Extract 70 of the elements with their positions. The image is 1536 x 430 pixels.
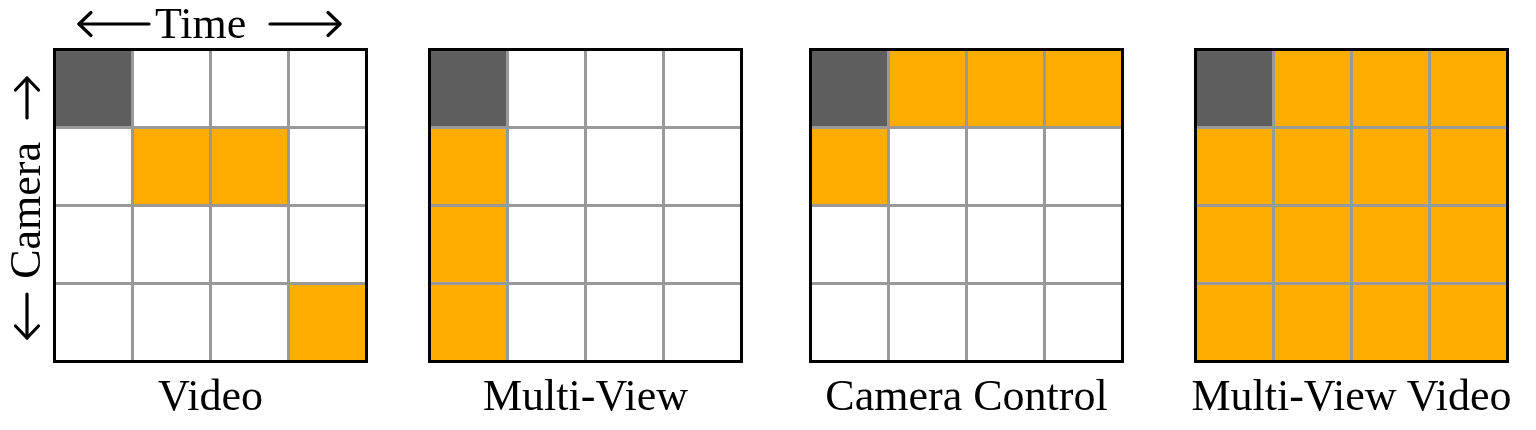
grid-cell xyxy=(56,207,131,282)
grid-cell xyxy=(509,285,584,360)
grid-cell xyxy=(968,285,1043,360)
grid-cell xyxy=(431,285,506,360)
grid-cell xyxy=(431,129,506,204)
grid-cell xyxy=(290,51,365,126)
grid-caption: Multi-View xyxy=(482,372,689,420)
grid-cell xyxy=(134,51,209,126)
grid-cell xyxy=(1431,129,1506,204)
grid-cell xyxy=(1431,285,1506,360)
grid-cell xyxy=(1197,51,1272,126)
grid-cell xyxy=(890,129,965,204)
grid-cell xyxy=(587,285,662,360)
grid-cell xyxy=(1353,51,1428,126)
grid-cell xyxy=(134,129,209,204)
grid-cell xyxy=(1046,285,1121,360)
grid-cell xyxy=(509,207,584,282)
grid-cell xyxy=(890,207,965,282)
grid-cell xyxy=(968,51,1043,126)
grid-cell xyxy=(212,207,287,282)
grid-cell xyxy=(587,129,662,204)
grid-cell xyxy=(812,51,887,126)
axis-label: Time xyxy=(155,2,247,46)
grid-cell xyxy=(812,285,887,360)
grid-cell xyxy=(509,51,584,126)
grid-cell xyxy=(1046,51,1121,126)
grid-cell xyxy=(1275,285,1350,360)
grid-cell xyxy=(56,51,131,126)
grid-cell xyxy=(1046,129,1121,204)
grid-cell xyxy=(212,285,287,360)
grid-cell xyxy=(1197,207,1272,282)
grid-cell xyxy=(1353,285,1428,360)
grid-cell xyxy=(587,51,662,126)
grid-cell xyxy=(665,51,740,126)
grid-cell xyxy=(56,285,131,360)
grid-cell xyxy=(134,285,209,360)
grid-cell xyxy=(665,285,740,360)
grid-cell xyxy=(812,129,887,204)
grid-cell xyxy=(1275,129,1350,204)
grid-caption: Multi-View Video xyxy=(1191,372,1512,420)
grid-cell xyxy=(968,207,1043,282)
grid-cell xyxy=(290,285,365,360)
grid-cell xyxy=(665,207,740,282)
grid-cell xyxy=(812,207,887,282)
grid-cell xyxy=(968,129,1043,204)
grid-cell xyxy=(1046,207,1121,282)
grid-cell xyxy=(134,207,209,282)
grid-cell xyxy=(431,207,506,282)
grid-cell xyxy=(290,129,365,204)
grid-cell xyxy=(1197,285,1272,360)
grid-cell xyxy=(890,285,965,360)
grid-caption: Camera Control xyxy=(825,372,1108,420)
grid-cell xyxy=(1275,51,1350,126)
grid-cell xyxy=(1353,207,1428,282)
grid-cell xyxy=(212,129,287,204)
grid-cell xyxy=(890,51,965,126)
grid-cell xyxy=(212,51,287,126)
grid-cell xyxy=(1431,51,1506,126)
grid-cell xyxy=(56,129,131,204)
grid-cell xyxy=(1431,207,1506,282)
grid-caption: Video xyxy=(158,372,263,420)
grid-cell xyxy=(1197,129,1272,204)
grid-cell xyxy=(431,51,506,126)
grid-cell xyxy=(587,207,662,282)
grid-cell xyxy=(509,129,584,204)
grid-cell xyxy=(1275,207,1350,282)
grid-cell xyxy=(665,129,740,204)
grid-cell xyxy=(1353,129,1428,204)
axis-label: Camera xyxy=(4,142,48,279)
grid-cell xyxy=(290,207,365,282)
